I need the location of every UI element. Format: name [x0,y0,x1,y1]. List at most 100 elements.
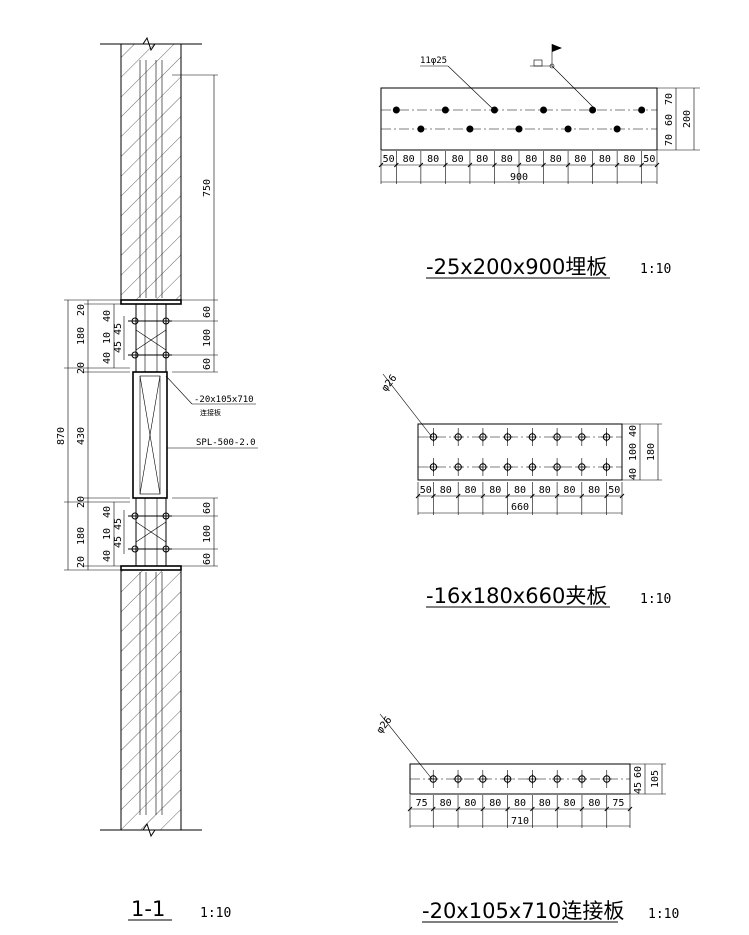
clamp-htotal: 180 [646,443,657,461]
clamp-spacing: 80 [563,485,575,496]
dim-right-p1-bot: 60 [202,502,213,514]
dim-inner-a-top: 40 [102,310,113,322]
connect-spacing: 80 [440,798,452,809]
clamp-h1: 40 [628,425,639,437]
dim-inner-d-top: 45 [113,323,124,335]
embed-hole [540,106,548,114]
clamp-spacing: 80 [539,485,551,496]
embed-hole [638,106,646,114]
embed-spacing: 80 [403,154,415,165]
extension-lines [64,74,218,571]
embed-hole [392,106,400,114]
embedded-plate-outline [380,87,658,151]
embedded-hole-label: 11φ25 [420,56,447,66]
connect-h2: 60 [633,766,644,778]
clamp-hole-label: φ26 [380,373,400,394]
dim-right-p2-top: 100 [202,329,213,347]
embedded-htotal: 200 [682,110,693,128]
connect-spacing: 80 [489,798,501,809]
dim-wall-750: 750 [202,179,213,197]
dimension-lines [67,75,215,570]
clamp-spacing: 80 [489,485,501,496]
embed-hole [441,106,449,114]
dim-right-p3-bot: 60 [202,553,213,565]
dim-total-870: 870 [56,427,67,445]
embed-spacing: 80 [623,154,635,165]
connect-scale: 1:10 [648,907,679,922]
clamp-spacing: 50 [608,485,620,496]
connect-spacing: 75 [612,798,624,809]
connect-title: -20x105x710连接板 [422,899,624,923]
dim-inner-c-top: 40 [102,352,113,364]
embed-spacing: 80 [427,154,439,165]
connect-h1: 45 [633,782,644,794]
connect-spacing: 80 [539,798,551,809]
dim-bot-group: 180 [76,527,87,545]
clamp-spacing: 50 [420,485,432,496]
embed-spacing: 80 [599,154,611,165]
dim-inner-c-bot: 40 [102,550,113,562]
dim-top-end: 20 [76,304,87,316]
dim-bot-inner-end: 20 [76,496,87,508]
embedded-scale: 1:10 [640,262,671,277]
callout-plate-name: 连接板 [200,408,221,417]
embedded-h3: 70 [664,134,675,146]
embed-hole [613,125,621,133]
embedded-h1: 70 [664,93,675,105]
dim-bot-end: 20 [76,556,87,568]
clamp-group-top [128,303,172,373]
connect-spacing: 75 [416,798,428,809]
lower-wall [120,569,182,831]
weld-flag-icon [530,44,595,109]
embed-spacing: 80 [452,154,464,165]
embed-hole [490,106,498,114]
connect-total: 710 [511,816,529,827]
wall-rebars [139,60,163,815]
clamp-spacing: 80 [588,485,600,496]
clamp-spacing: 80 [465,485,477,496]
connect-spacing: 80 [588,798,600,809]
embed-plate-top [120,299,182,305]
embedded-total: 900 [510,172,528,183]
embed-spacing: 50 [383,154,395,165]
clamp-spacing: 80 [514,485,526,496]
section-title: 1-1 [131,897,165,921]
embed-spacing: 80 [501,154,513,165]
dim-inner-d-bot: 45 [113,518,124,530]
dim-middle: 430 [76,427,87,445]
section-1-1: 870 20 180 20 430 20 180 20 40 10 40 45 … [56,36,258,921]
dim-inner-b-top: 10 [102,332,113,344]
dim-inner-e-top: 45 [113,341,124,353]
embed-spacing: 80 [476,154,488,165]
connect-spacing: 80 [564,798,576,809]
clamp-total: 660 [511,502,529,513]
callout-damper: SPL-500-2.0 [196,438,256,448]
dim-inner-a-bot: 40 [102,506,113,518]
embed-hole [417,125,425,133]
embed-hole [589,106,597,114]
clamp-h3: 40 [628,468,639,480]
embed-spacing: 80 [525,154,537,165]
section-scale: 1:10 [200,906,231,921]
clamp-scale: 1:10 [640,592,671,607]
clamp-plate-outline [417,423,623,481]
dim-right-p3-top: 60 [202,358,213,370]
embed-spacing: 80 [550,154,562,165]
callout-plate: -20x105x710 [194,395,254,405]
embed-spacing: 80 [574,154,586,165]
embed-hole [466,125,474,133]
embedded-title: -25x200x900埋板 [426,255,607,279]
dim-right-p1-top: 60 [202,306,213,318]
connect-htotal: 105 [650,770,661,788]
connect-spacing: 80 [464,798,476,809]
connect-spacing: 80 [514,798,526,809]
embed-plate-bottom [120,565,182,571]
clamp-spacing: 80 [440,485,452,496]
dim-top-inner-end: 20 [76,362,87,374]
embed-hole [564,125,572,133]
callout-leader-plate [165,375,193,405]
clamp-group-bottom [128,497,172,567]
